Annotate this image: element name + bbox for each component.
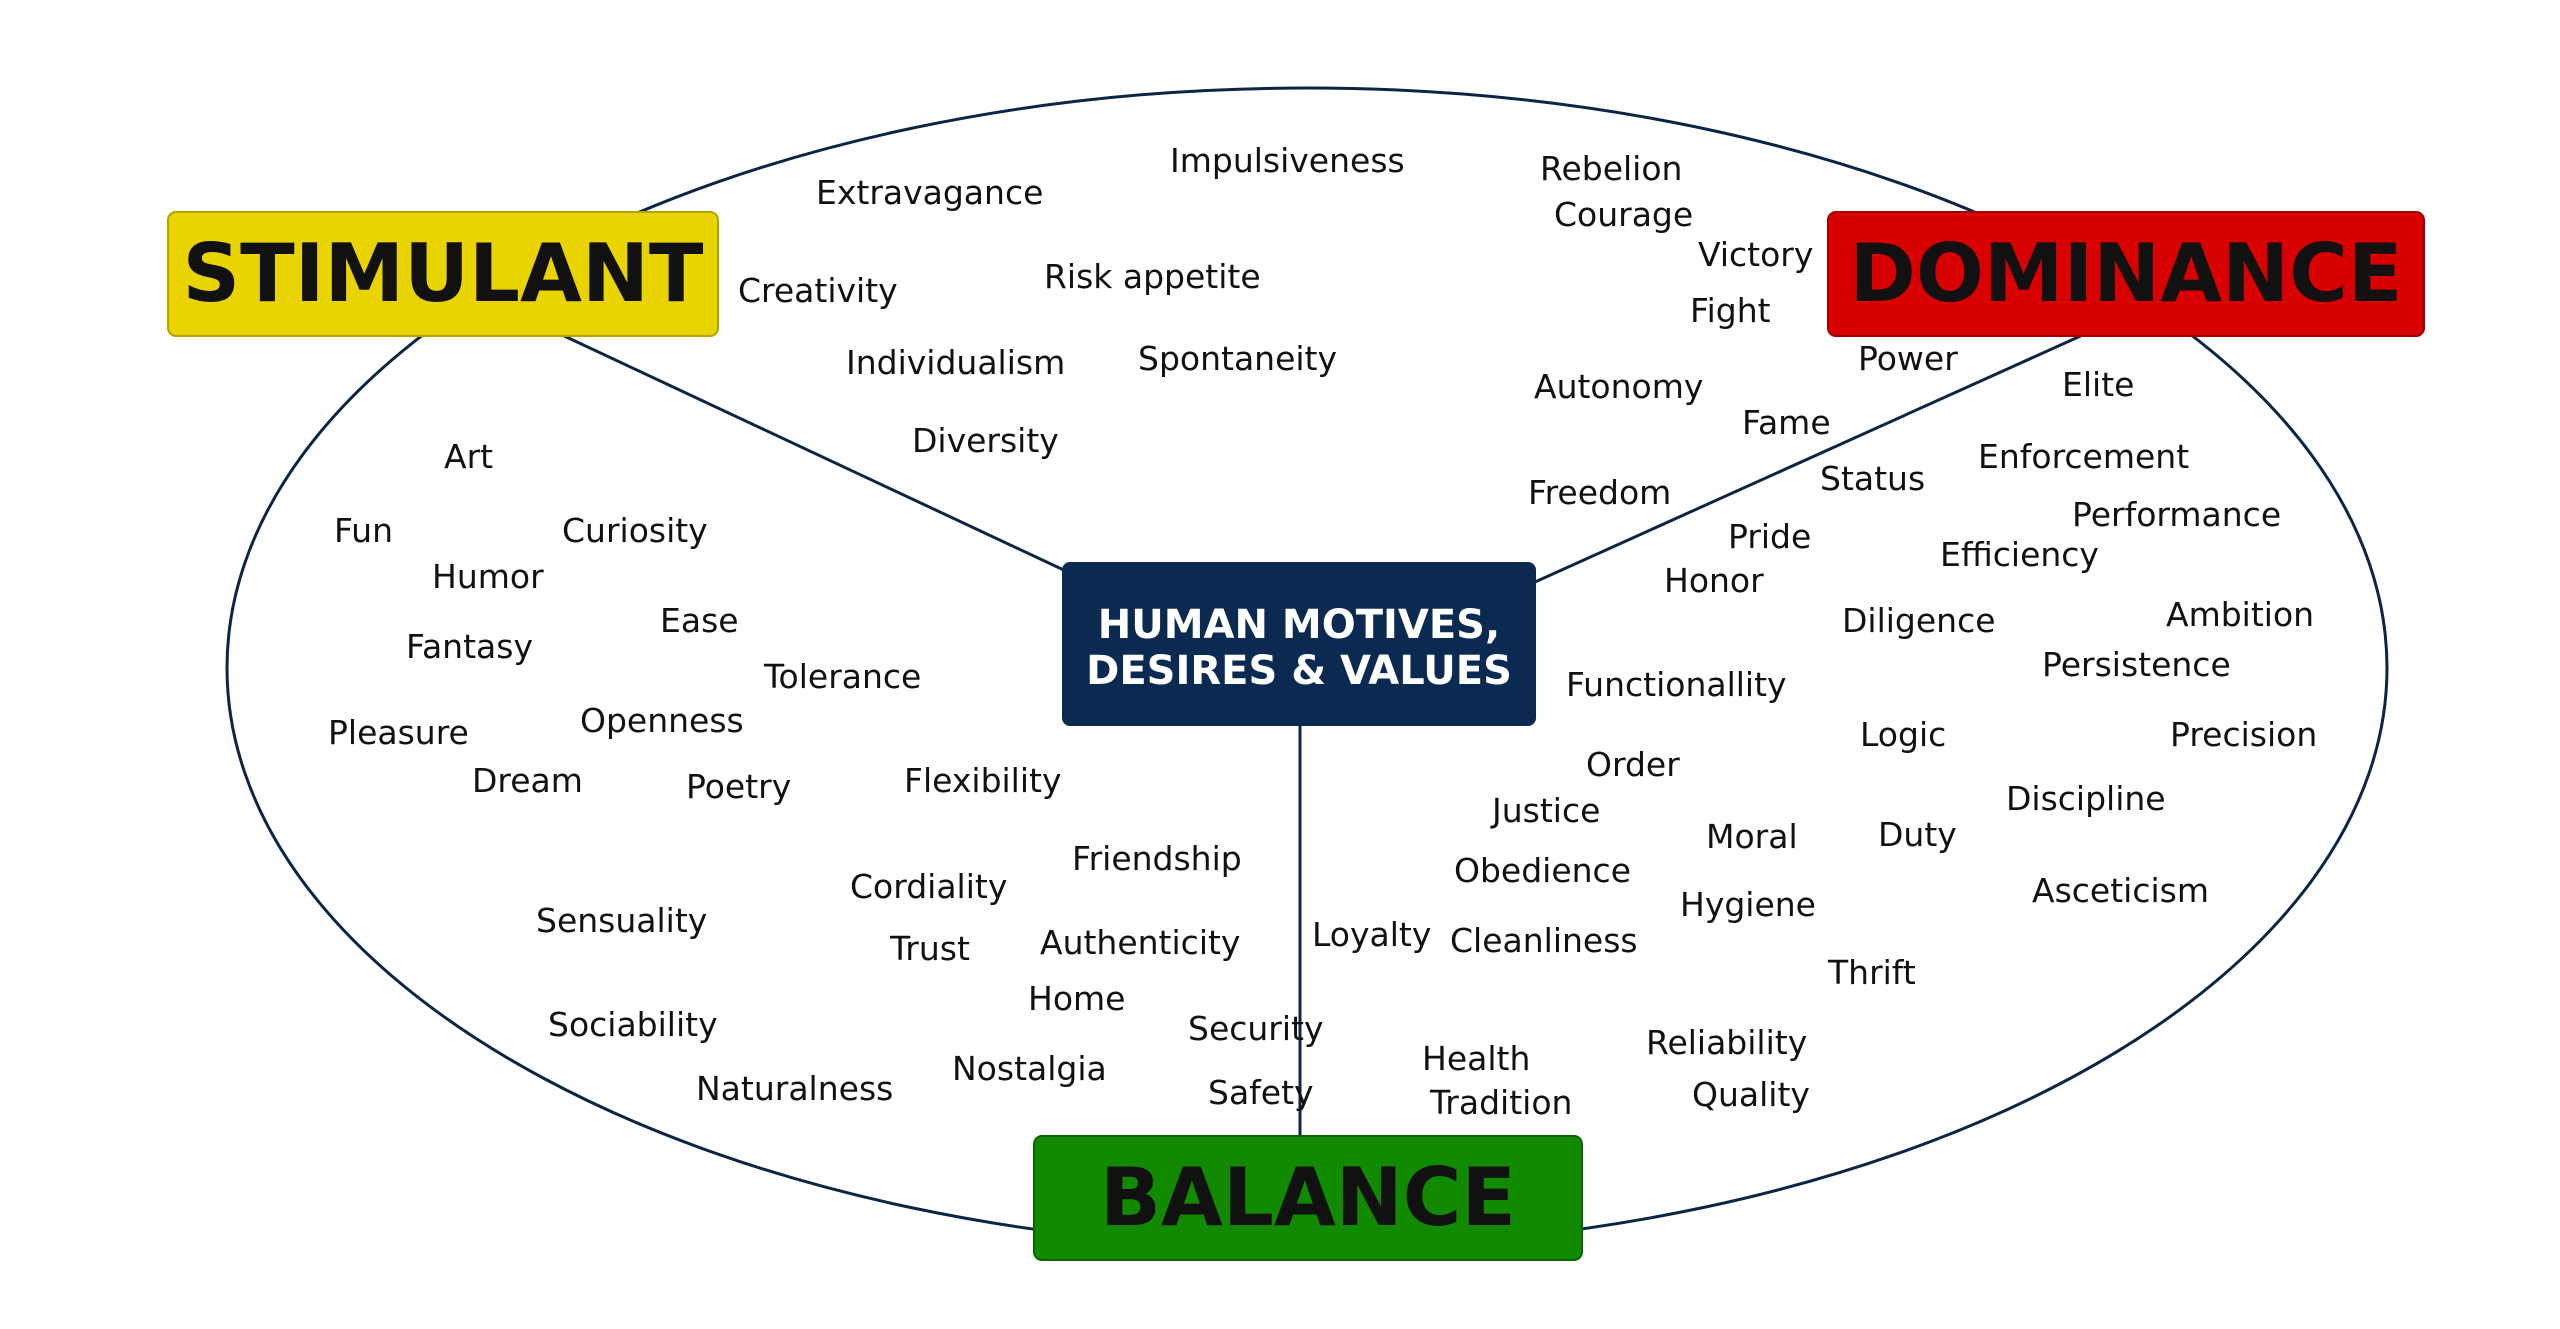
word-thrift: Thrift <box>1827 953 1916 992</box>
balance-box: BALANCE <box>1033 1135 1583 1261</box>
word-fantasy: Fantasy <box>406 627 533 666</box>
dominance-label: DOMINANCE <box>1850 227 2403 320</box>
center-box: HUMAN MOTIVES, DESIRES & VALUES <box>1062 562 1536 726</box>
word-freedom: Freedom <box>1528 473 1671 512</box>
connector-stimulant <box>559 332 1069 574</box>
center-label-line1: HUMAN MOTIVES, <box>1098 602 1500 648</box>
word-diligence: Diligence <box>1842 601 1996 640</box>
center-label-line2: DESIRES & VALUES <box>1086 648 1512 694</box>
word-health: Health <box>1422 1039 1530 1078</box>
word-victory: Victory <box>1698 235 1813 274</box>
word-power: Power <box>1858 339 1958 378</box>
word-sensuality: Sensuality <box>536 901 707 940</box>
word-home: Home <box>1028 979 1125 1018</box>
word-reliability: Reliability <box>1646 1023 1807 1062</box>
word-fun: Fun <box>334 511 393 550</box>
word-risk-appetite: Risk appetite <box>1044 257 1261 296</box>
word-logic: Logic <box>1860 715 1946 754</box>
word-naturalness: Naturalness <box>696 1069 893 1108</box>
word-cordiality: Cordiality <box>850 867 1007 906</box>
word-poetry: Poetry <box>686 767 791 806</box>
word-performance: Performance <box>2072 495 2281 534</box>
word-spontaneity: Spontaneity <box>1138 339 1337 378</box>
word-rebelion: Rebelion <box>1540 149 1682 188</box>
stimulant-box: STIMULANT <box>167 211 719 337</box>
word-pleasure: Pleasure <box>328 713 469 752</box>
word-functionallity: Functionallity <box>1566 665 1787 704</box>
word-precision: Precision <box>2170 715 2317 754</box>
word-fight: Fight <box>1690 291 1771 330</box>
balance-box-bg <box>1033 1135 1583 1261</box>
dominance-box: DOMINANCE <box>1827 211 2425 337</box>
word-efficiency: Efficiency <box>1940 535 2099 574</box>
word-asceticism: Asceticism <box>2032 871 2209 910</box>
word-friendship: Friendship <box>1072 839 1242 878</box>
word-extravagance: Extravagance <box>816 173 1043 212</box>
word-courage: Courage <box>1554 195 1693 234</box>
word-art: Art <box>444 437 493 476</box>
balance-label: BALANCE <box>1100 1151 1516 1244</box>
word-nostalgia: Nostalgia <box>952 1049 1107 1088</box>
word-curiosity: Curiosity <box>562 511 708 550</box>
word-security: Security <box>1188 1009 1324 1048</box>
word-openness: Openness <box>580 701 744 740</box>
word-duty: Duty <box>1878 815 1957 854</box>
word-humor: Humor <box>432 557 544 596</box>
connector-dominance <box>1534 332 2086 584</box>
word-loyalty: Loyalty <box>1312 915 1431 954</box>
word-justice: Justice <box>1490 791 1600 830</box>
word-trust: Trust <box>889 929 970 968</box>
center-box-bg <box>1062 562 1536 726</box>
word-order: Order <box>1586 745 1680 784</box>
stimulant-label: STIMULANT <box>183 227 704 320</box>
word-tradition: Tradition <box>1429 1083 1572 1122</box>
word-persistence: Persistence <box>2042 645 2231 684</box>
word-status: Status <box>1820 459 1925 498</box>
word-creativity: Creativity <box>738 271 898 310</box>
word-ease: Ease <box>660 601 739 640</box>
word-individualism: Individualism <box>846 343 1065 382</box>
word-discipline: Discipline <box>2006 779 2166 818</box>
word-fame: Fame <box>1742 403 1831 442</box>
word-obedience: Obedience <box>1454 851 1631 890</box>
word-impulsiveness: Impulsiveness <box>1170 141 1405 180</box>
word-safety: Safety <box>1208 1073 1314 1112</box>
word-enforcement: Enforcement <box>1978 437 2189 476</box>
word-dream: Dream <box>472 761 583 800</box>
word-hygiene: Hygiene <box>1680 885 1816 924</box>
word-pride: Pride <box>1728 517 1811 556</box>
word-diversity: Diversity <box>912 421 1059 460</box>
stimulant-box-bg <box>167 211 719 337</box>
word-flexibility: Flexibility <box>904 761 1062 800</box>
word-honor: Honor <box>1664 561 1764 600</box>
dominance-box-bg <box>1827 211 2425 337</box>
word-autonomy: Autonomy <box>1534 367 1703 406</box>
word-quality: Quality <box>1692 1075 1810 1114</box>
word-authenticity: Authenticity <box>1040 923 1240 962</box>
word-cleanliness: Cleanliness <box>1450 921 1638 960</box>
word-tolerance: Tolerance <box>763 657 921 696</box>
word-moral: Moral <box>1706 817 1798 856</box>
word-sociability: Sociability <box>548 1005 718 1044</box>
word-ambition: Ambition <box>2166 595 2314 634</box>
word-elite: Elite <box>2062 365 2134 404</box>
